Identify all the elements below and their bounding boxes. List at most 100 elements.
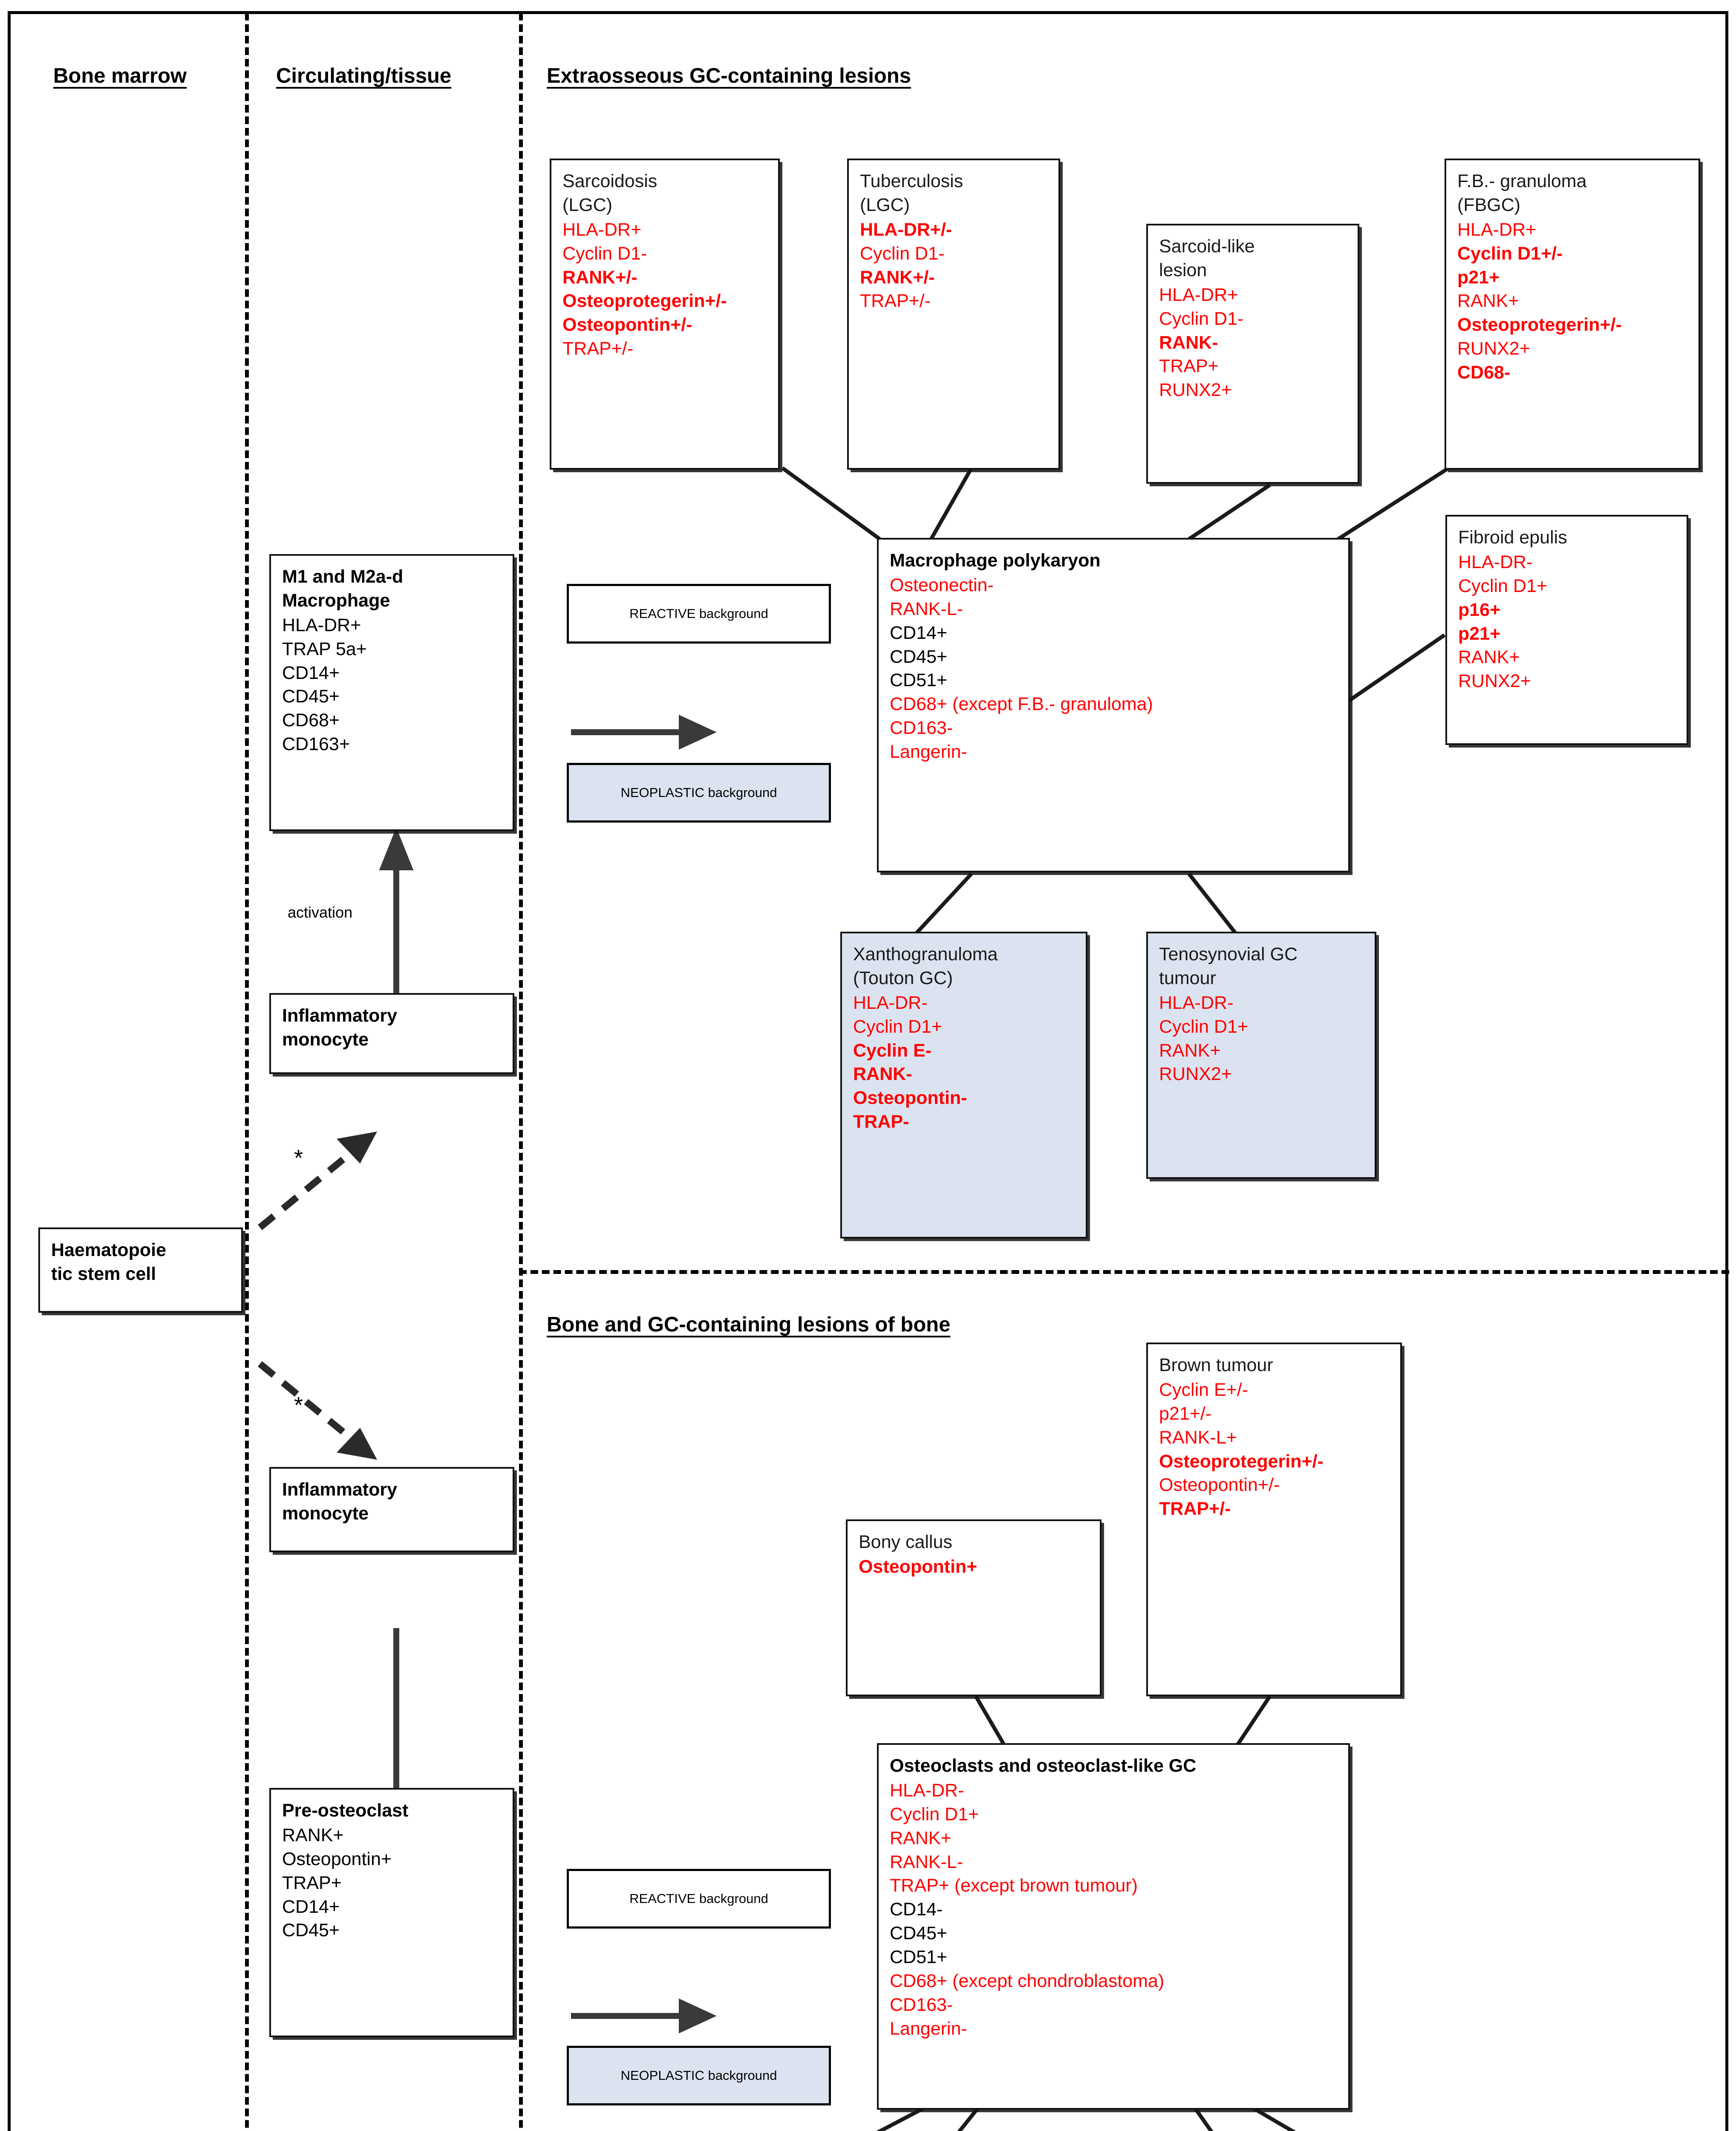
marker: CD68- [1457, 362, 1511, 383]
marker: CD45+ [282, 686, 340, 707]
node-sarcoid-like-lesion[interactable]: Sarcoid-like lesion HLA-DR+ Cyclin D1- R… [1146, 224, 1359, 484]
marker: Cyclin D1+ [1159, 1016, 1249, 1037]
marker: p16+ [1458, 599, 1501, 620]
marker: CD45+ [890, 646, 948, 667]
marker: Cyclin D1+ [890, 1804, 979, 1825]
marker: HLA-DR+ [562, 219, 642, 240]
node-title: Fibroid epulis [1458, 527, 1567, 548]
label-activation: activation [288, 904, 353, 921]
marker: RANK- [853, 1064, 912, 1085]
node-title: Osteoclasts and osteoclast-like GC [890, 1756, 1197, 1776]
node-title: Inflammatory monocyte [282, 1479, 398, 1524]
marker: CD68+ (except chondroblastoma) [890, 1971, 1165, 1992]
node-tenosynovial-gc-tumour[interactable]: Tenosynovial GC tumour HLA-DR- Cyclin D1… [1146, 932, 1376, 1179]
marker: CD14+ [890, 622, 948, 643]
marker: RANK-L- [890, 598, 963, 619]
marker: Cyclin D1- [860, 243, 945, 264]
marker: p21+ [1458, 623, 1501, 644]
node-xanthogranuloma[interactable]: Xanthogranuloma (Touton GC) HLA-DR- Cycl… [840, 932, 1087, 1239]
node-fb-granuloma[interactable]: F.B.- granuloma (FBGC) HLA-DR+ Cyclin D1… [1445, 159, 1700, 470]
marker: CD163- [890, 1994, 953, 2015]
marker: Osteopontin- [853, 1088, 967, 1109]
marker: TRAP+/- [1159, 1499, 1231, 1519]
legend-label: REACTIVE background [629, 606, 768, 621]
asterisk-top: * [294, 1145, 303, 1171]
marker: HLA-DR- [853, 992, 928, 1013]
heading-extraosseous: Extraosseous GC-containing lesions [547, 64, 911, 87]
node-inflammatory-monocyte-top[interactable]: Inflammatory monocyte [269, 993, 514, 1074]
node-pre-osteoclast[interactable]: Pre-osteoclast RANK+ Osteopontin+ TRAP+ … [269, 1788, 514, 2037]
marker: Osteopontin+ [282, 1848, 392, 1869]
marker: HLA-DR+ [1457, 219, 1537, 240]
legend-label: NEOPLASTIC background [620, 2068, 777, 2083]
node-m1-m2-macrophage[interactable]: M1 and M2a-d Macrophage HLA-DR+ TRAP 5a+… [269, 554, 514, 831]
legend-label: NEOPLASTIC background [620, 785, 777, 800]
node-tuberculosis[interactable]: Tuberculosis (LGC) HLA-DR+/- Cyclin D1- … [847, 159, 1060, 470]
marker: CD14+ [282, 1896, 340, 1917]
node-title: Inflammatory monocyte [282, 1005, 398, 1050]
marker: HLA-DR+ [1159, 284, 1238, 305]
node-bony-callus[interactable]: Bony callus Osteopontin+ [846, 1519, 1102, 1696]
marker: Cyclin D1- [562, 243, 647, 264]
marker: TRAP+ [1159, 356, 1219, 377]
marker: Osteopontin+/- [562, 315, 692, 335]
legend-neoplastic-top: NEOPLASTIC background [567, 763, 831, 823]
marker: Langerin- [890, 2018, 967, 2039]
marker: Osteoprotegerin+/- [562, 291, 727, 312]
marker: CD45+ [282, 1920, 340, 1941]
marker: RANK- [1159, 332, 1218, 353]
node-fibroid-epulis[interactable]: Fibroid epulis HLA-DR- Cyclin D1+ p16+ p… [1445, 515, 1688, 745]
marker: TRAP+/- [860, 291, 931, 312]
outer-frame [8, 11, 1728, 2131]
node-inflammatory-monocyte-bottom[interactable]: Inflammatory monocyte [269, 1467, 514, 1552]
marker: Cyclin D1- [1159, 308, 1244, 329]
marker: CD68+ [282, 710, 340, 731]
marker: RANK+ [890, 1828, 952, 1848]
marker: Cyclin E- [853, 1040, 931, 1061]
marker: Langerin- [890, 742, 967, 762]
marker: Cyclin D1+ [853, 1016, 943, 1037]
marker: RUNX2+ [1457, 338, 1530, 359]
node-title: Macrophage polykaryon [890, 550, 1101, 571]
node-brown-tumour[interactable]: Brown tumour Cyclin E+/- p21+/- RANK-L+ … [1146, 1343, 1402, 1696]
node-sarcoidosis[interactable]: Sarcoidosis (LGC) HLA-DR+ Cyclin D1- RAN… [550, 159, 780, 470]
divider-circulating-tissue [519, 13, 523, 2131]
asterisk-bottom: * [294, 1392, 303, 1418]
node-title: Brown tumour [1159, 1355, 1273, 1375]
node-haematopoietic-stem-cell[interactable]: Haematopoie tic stem cell [38, 1227, 243, 1313]
marker: HLA-DR+ [282, 615, 361, 635]
marker: HLA-DR- [890, 1780, 964, 1801]
marker: CD51+ [890, 670, 948, 691]
node-title: Sarcoid-like lesion [1159, 236, 1255, 280]
marker: RANK+/- [562, 267, 637, 288]
heading-bone-marrow: Bone marrow [53, 64, 187, 87]
marker: CD68+ (except F.B.- granuloma) [890, 694, 1153, 715]
marker: CD51+ [890, 1947, 948, 1968]
marker: RUNX2+ [1159, 380, 1232, 401]
marker: Osteoprotegerin+/- [1457, 315, 1622, 335]
marker: CD14- [890, 1899, 943, 1920]
marker: TRAP- [853, 1112, 909, 1132]
marker: Osteopontin+ [859, 1556, 978, 1577]
divider-extraosseous-bone [519, 1270, 1729, 1274]
heading-circulating-tissue: Circulating/tissue [276, 64, 452, 87]
marker: RUNX2+ [1159, 1064, 1232, 1085]
node-osteoclasts[interactable]: Osteoclasts and osteoclast-like GC HLA-D… [877, 1743, 1350, 2110]
node-title: F.B.- granuloma (FBGC) [1457, 171, 1587, 215]
marker: CD14+ [282, 662, 340, 683]
marker: TRAP+ [282, 1872, 342, 1893]
marker: RUNX2+ [1458, 671, 1531, 692]
node-title: Xanthogranuloma (Touton GC) [853, 944, 998, 988]
marker: RANK+ [1458, 647, 1520, 668]
marker: Osteoprotegerin+/- [1159, 1451, 1324, 1472]
node-title: Tenosynovial GC tumour [1159, 944, 1298, 988]
node-macrophage-polykaryon[interactable]: Macrophage polykaryon Osteonectin- RANK-… [877, 538, 1350, 872]
marker: Cyclin E+/- [1159, 1379, 1249, 1400]
marker: RANK+ [1457, 291, 1519, 312]
legend-label: REACTIVE background [629, 1891, 768, 1906]
marker: TRAP+/- [562, 338, 634, 359]
marker: p21+/- [1159, 1403, 1212, 1424]
marker: CD163+ [282, 734, 350, 755]
legend-neoplastic-bottom: NEOPLASTIC background [567, 2046, 831, 2105]
